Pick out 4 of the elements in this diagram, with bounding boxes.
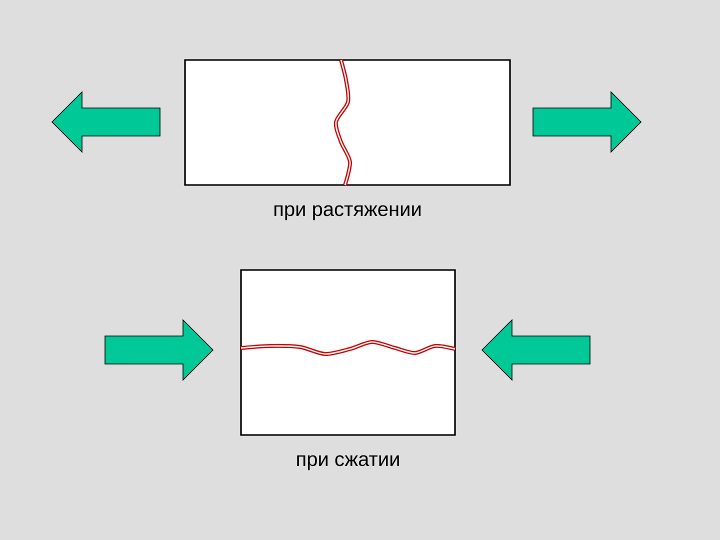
caption-text: при растяжении <box>274 205 421 220</box>
caption-text: при сжатии <box>297 455 399 470</box>
specimen-box <box>184 59 511 186</box>
specimen-box <box>240 269 456 436</box>
